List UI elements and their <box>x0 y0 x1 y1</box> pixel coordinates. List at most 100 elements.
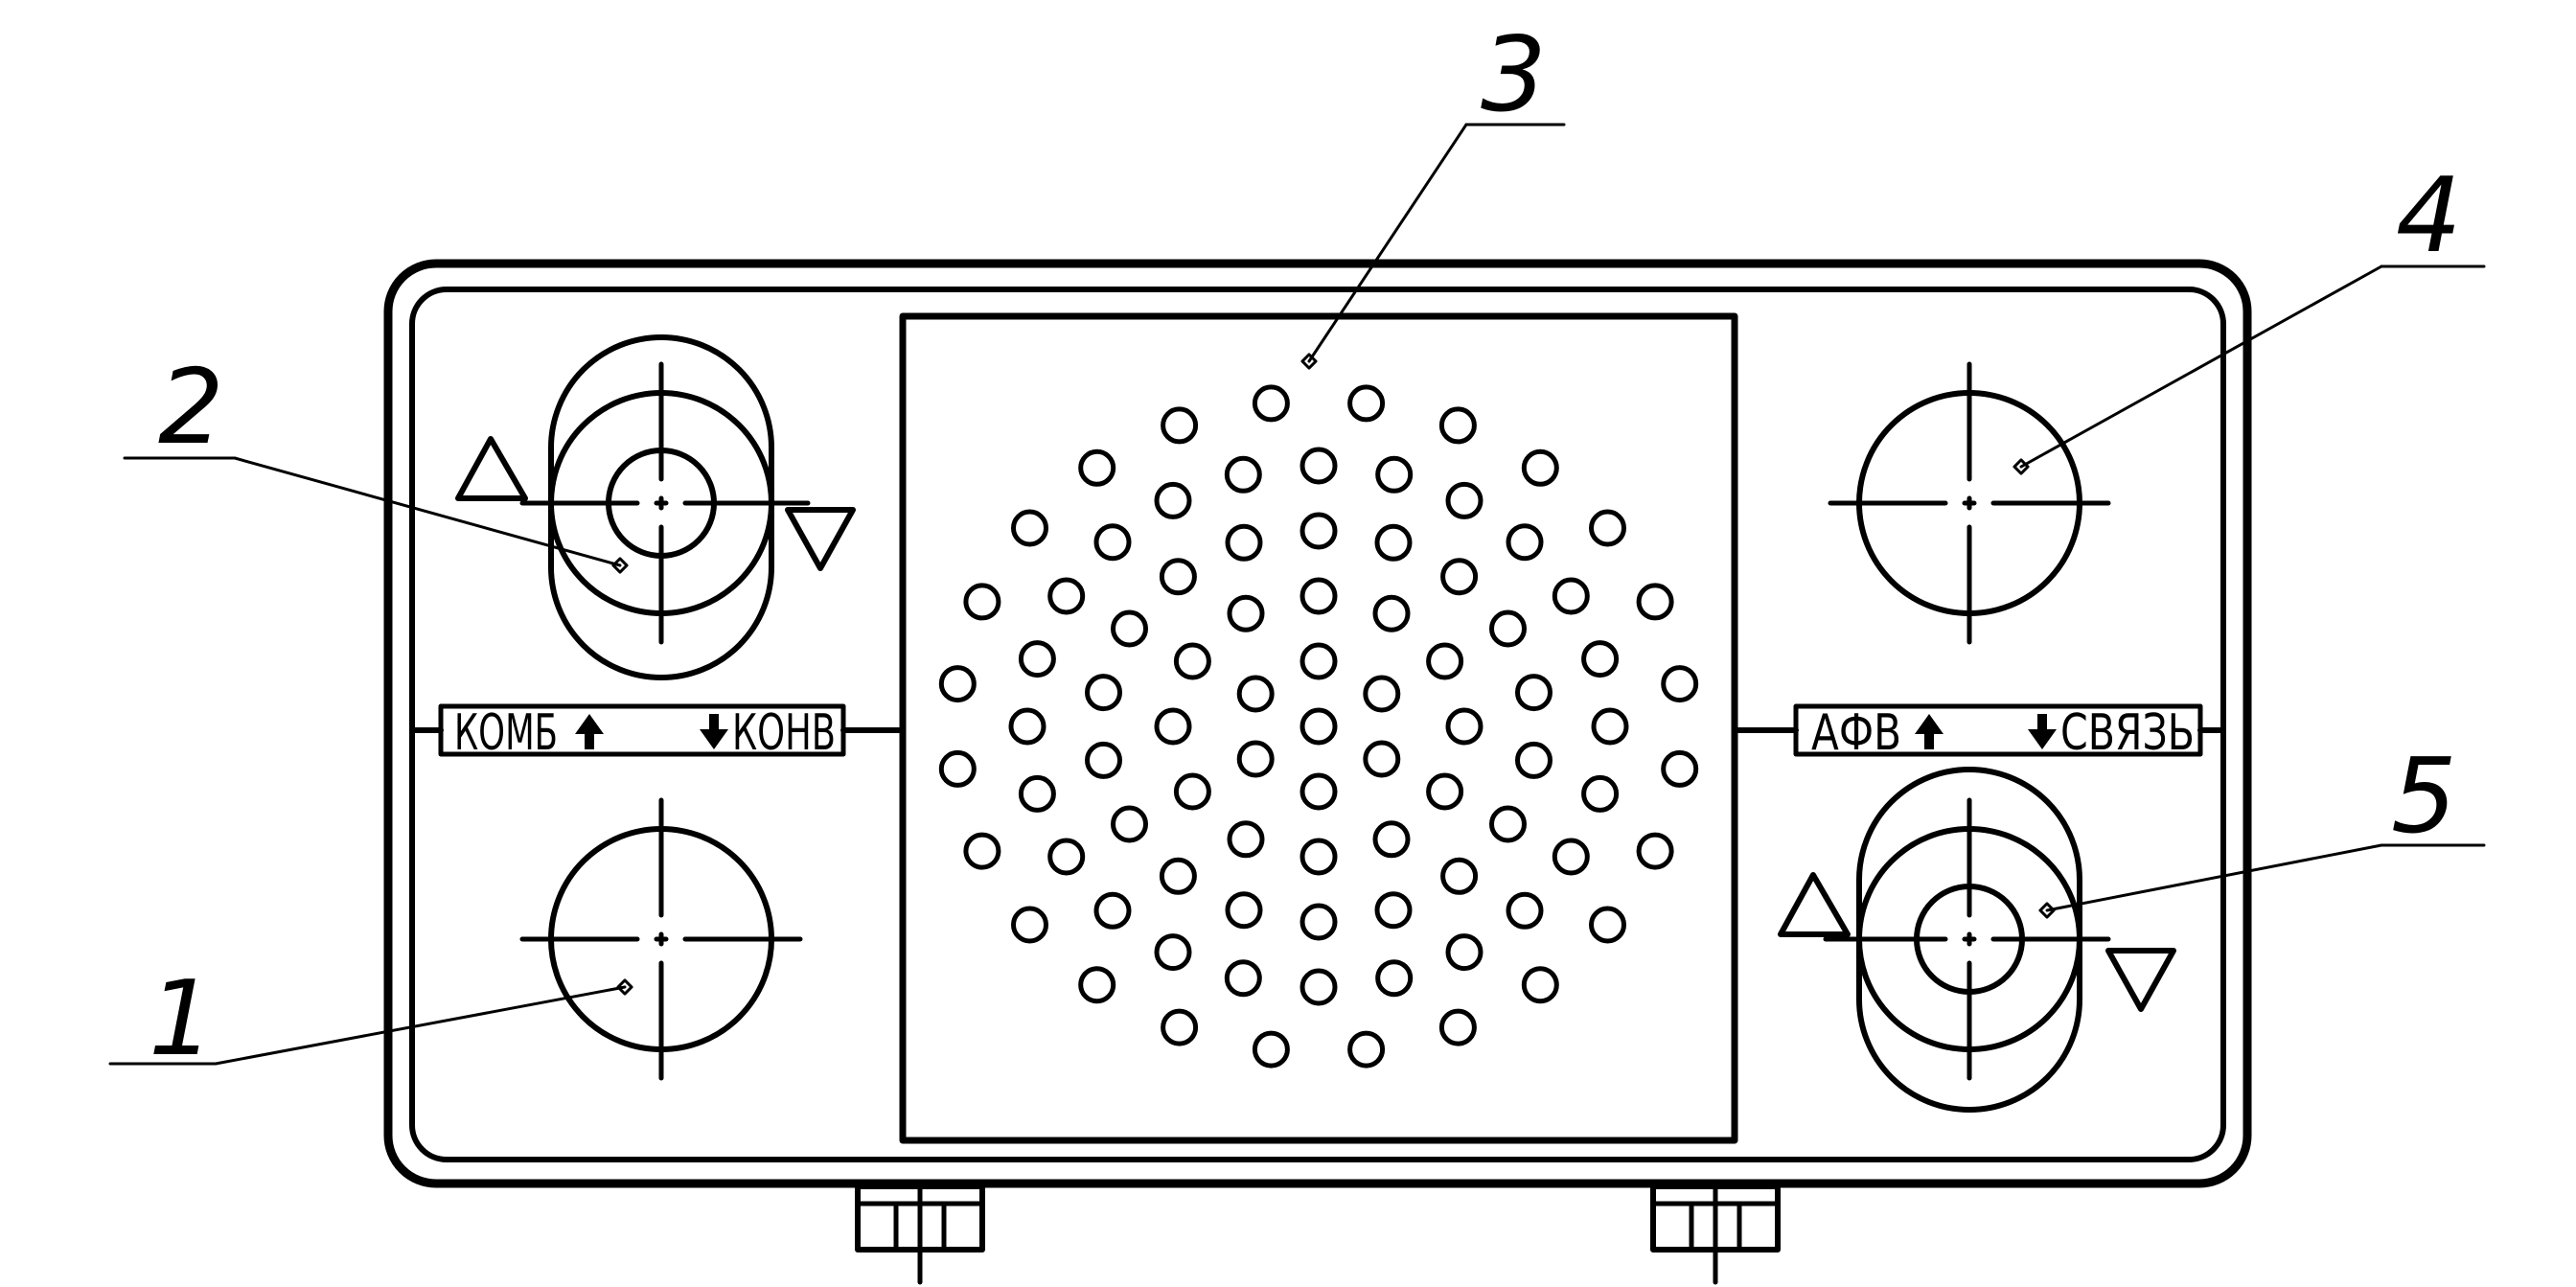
grille-hole <box>1300 512 1338 550</box>
arrow-up-icon <box>1915 714 1944 749</box>
grille-hole <box>1173 772 1211 811</box>
grille-hole <box>1438 406 1477 445</box>
speaker-frame <box>899 312 1738 1144</box>
grille-hole <box>1372 820 1411 859</box>
callout-1: 1 <box>108 959 633 1079</box>
grille-hole <box>1581 640 1620 678</box>
grille-hole <box>1011 906 1048 944</box>
grille-hole <box>1252 1030 1290 1069</box>
grille-hole <box>1636 583 1674 621</box>
grille-hole <box>1154 707 1192 746</box>
grille-hole <box>1426 642 1464 680</box>
grille-hole <box>1085 741 1122 779</box>
grille-hole <box>1093 891 1132 930</box>
connector-left <box>855 1184 985 1285</box>
grille-hole <box>1440 857 1479 895</box>
grille-hole <box>1591 707 1629 746</box>
grille-hole <box>1440 558 1479 596</box>
grille-hole <box>1552 838 1590 876</box>
grille-hole <box>1489 609 1527 648</box>
grille-hole <box>1225 523 1263 562</box>
grille-hole <box>1154 481 1192 519</box>
grille-hole <box>1224 959 1262 998</box>
grille-hole <box>1521 966 1559 1004</box>
grille-hole <box>1300 642 1338 680</box>
grille-hole <box>1347 1030 1386 1069</box>
grille-hole <box>1375 959 1414 998</box>
grille-hole <box>1227 594 1265 632</box>
triangle-up-icon <box>455 436 528 501</box>
grille-hole <box>1300 707 1338 746</box>
plate-left-label-b: КОНВ <box>732 704 836 762</box>
arrow-down-icon <box>2028 714 2057 749</box>
grille-hole <box>1445 933 1484 972</box>
speaker <box>899 312 1738 1144</box>
callout-5-number: 5 <box>2391 737 2457 857</box>
arrow-up-icon <box>575 714 604 749</box>
grille-hole <box>1111 609 1148 648</box>
plate-right-label-b: СВЯЗЬ <box>2060 704 2195 762</box>
triangle-down-icon <box>2105 948 2176 1012</box>
triangle-down-icon <box>785 507 856 571</box>
grille-hole <box>1018 640 1056 678</box>
grille-hole <box>1363 740 1401 778</box>
grille-hole <box>1515 741 1552 779</box>
grille-hole <box>1636 832 1674 870</box>
grille-hole <box>1300 577 1338 615</box>
switch-knob-top-left[interactable] <box>455 334 856 680</box>
switch-knob-bottom-right[interactable] <box>1778 767 2176 1113</box>
grille-hole <box>1224 455 1262 494</box>
grille-hole <box>1159 857 1197 895</box>
grille-hole <box>1011 509 1048 547</box>
grille-hole <box>963 832 1001 870</box>
plate-left: КОМБ КОНВ <box>438 703 846 762</box>
grille-hole <box>1589 906 1626 944</box>
grille-hole <box>963 583 1001 621</box>
grille-hole <box>1589 509 1626 547</box>
grille-hole <box>1047 577 1086 615</box>
grille-hole <box>1093 523 1132 562</box>
grille-hole <box>1227 820 1265 859</box>
knob-bottom-left[interactable] <box>519 797 803 1081</box>
grille-hole <box>1225 891 1263 930</box>
grille-hole <box>1661 665 1699 703</box>
callout-3: 3 <box>1300 15 1566 370</box>
callout-1-number: 1 <box>149 959 215 1079</box>
connector-right <box>1650 1184 1781 1285</box>
plate-left-label-a: КОМБ <box>454 704 558 762</box>
callout-2: 2 <box>123 348 629 574</box>
grille-hole <box>1173 642 1211 680</box>
knob-top-right[interactable] <box>1828 361 2111 645</box>
grille-hole <box>1008 707 1046 746</box>
grille-hole <box>1085 674 1122 712</box>
plate-right: АФВ СВЯЗЬ <box>1793 703 2203 762</box>
callout-3-number: 3 <box>1481 15 1547 135</box>
grille-hole <box>1347 384 1386 423</box>
grille-hole <box>1374 523 1413 562</box>
grille-hole <box>1300 903 1338 941</box>
housing <box>383 259 2252 1188</box>
arrow-down-icon <box>700 714 728 749</box>
grille-hole <box>1161 1008 1199 1046</box>
grille-hole <box>1374 891 1413 930</box>
grille-hole <box>1426 772 1464 811</box>
grille-hole <box>938 665 977 703</box>
grille-hole <box>1445 481 1484 519</box>
grille-hole <box>1506 523 1544 562</box>
grille-hole <box>1445 707 1484 746</box>
triangle-up-icon <box>1778 872 1851 937</box>
plate-right-label-a: АФВ <box>1811 704 1901 762</box>
grille-hole <box>1018 774 1056 813</box>
grille-hole <box>1363 675 1401 713</box>
grille-hole <box>1489 805 1527 843</box>
grille-hole <box>938 749 977 788</box>
grille-hole <box>1300 968 1338 1006</box>
grille-hole <box>1154 933 1192 972</box>
grille-hole <box>1300 838 1338 876</box>
grille-hole <box>1078 448 1116 487</box>
grille-hole <box>1506 891 1544 930</box>
grille-hole <box>1661 749 1699 788</box>
grille-hole <box>1078 966 1116 1004</box>
grille-hole <box>1300 447 1338 485</box>
